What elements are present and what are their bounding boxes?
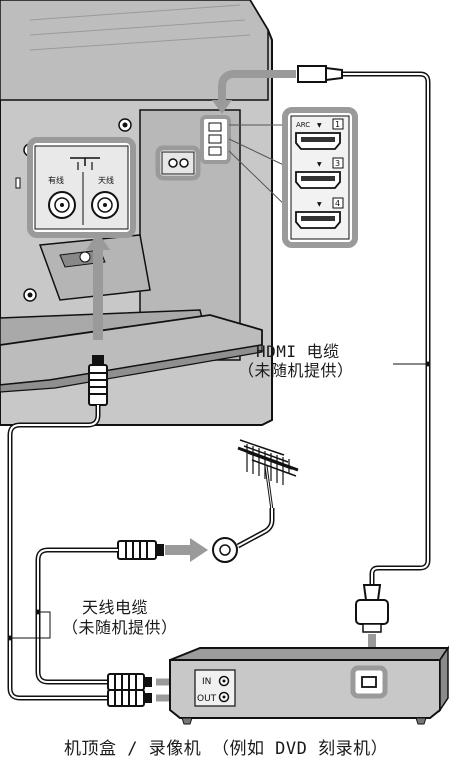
- coax-plug-tv: [88, 364, 108, 406]
- device-caption: 机顶盒 / 录像机 （例如 DVD 刻录机）: [64, 739, 389, 759]
- antenna-cable-label-line2: （未随机提供）: [62, 618, 178, 637]
- svg-text:▼: ▼: [317, 122, 322, 129]
- antenna-in-label: 天线: [98, 175, 114, 185]
- hdmi-port-2-number: 3: [335, 159, 340, 168]
- svg-text:▼: ▼: [317, 201, 322, 208]
- recorder-out-label: OUT: [197, 694, 217, 704]
- coax-cable-antenna: [35, 540, 164, 685]
- hdmi-plug-bottom: [355, 599, 389, 625]
- coax-plug-antenna: [117, 540, 157, 560]
- antenna-terminal-panel: 有线 天线: [27, 137, 136, 238]
- side-hdmi-port-column: [200, 115, 231, 164]
- optical-port: [155, 145, 201, 181]
- cable-in-label: 有线: [48, 175, 64, 185]
- hdmi-zoom-panel: ARC ▼ 1 ▼ 3 ▼ 4: [282, 107, 358, 248]
- arrow-hdmi-to-tv: [212, 70, 296, 114]
- arc-label: ARC: [296, 121, 310, 129]
- recorder-device: IN OUT: [169, 645, 449, 725]
- arrow-coax-to-antenna: [165, 538, 208, 562]
- svg-text:▼: ▼: [317, 161, 322, 168]
- hdmi-port-3-number: 4: [335, 199, 340, 208]
- antenna-icon: [212, 439, 299, 563]
- hdmi-plug-top: [297, 65, 327, 83]
- coax-cable-tv: [7, 355, 108, 701]
- hdmi-cable-label-line2: （未随机提供）: [238, 361, 354, 380]
- hdmi-cable-label-line1: HDMI 电缆: [256, 342, 340, 361]
- antenna-cable-label-line1: 天线电缆: [82, 598, 149, 617]
- arrow-coax-to-tv: [86, 232, 110, 340]
- recorder-in-label: IN: [202, 677, 211, 687]
- hdmi-cable: [297, 65, 431, 633]
- hdmi-port-1-number: 1: [335, 120, 340, 129]
